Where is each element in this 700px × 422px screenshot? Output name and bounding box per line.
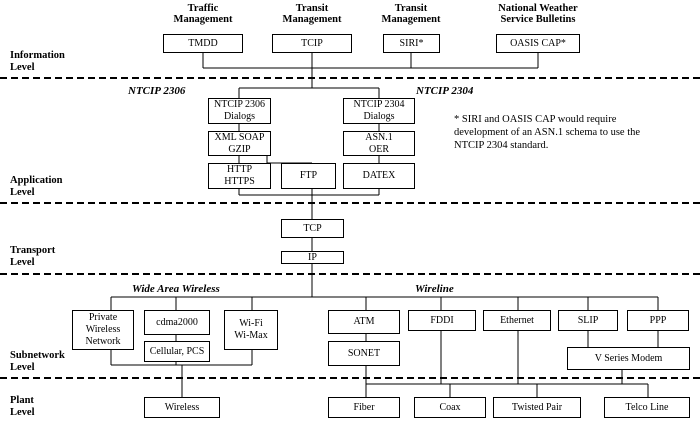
box-ethernet: Ethernet (483, 310, 551, 331)
box-cellular-pcs: Cellular, PCS (144, 341, 210, 362)
box-atm: ATM (328, 310, 400, 334)
header-ntcip-2304: NTCIP 2304 (416, 85, 474, 97)
box-asn1-oer: ASN.1 OER (343, 131, 415, 156)
box-datex: DATEX (343, 163, 415, 189)
level-label-subnetwork: Subnetwork Level (10, 350, 65, 373)
box-wireless: Wireless (144, 397, 220, 418)
header-wide-area-wireless: Wide Area Wireless (132, 283, 220, 295)
category-weather-bulletins: National Weather Service Bulletins (498, 3, 578, 25)
box-http-https: HTTP HTTPS (208, 163, 271, 189)
box-tcip: TCIP (272, 34, 352, 53)
box-ntcip-2304-dialogs: NTCIP 2304 Dialogs (343, 98, 415, 124)
box-telco-line: Telco Line (604, 397, 690, 418)
category-transit-management-2: Transit Management (381, 3, 441, 25)
box-oasis-cap: OASIS CAP* (496, 34, 580, 53)
category-transit-management: Transit Management (282, 3, 342, 25)
box-wifi-wimax: Wi-Fi Wi-Max (224, 310, 278, 350)
box-ftp: FTP (281, 163, 336, 189)
box-ntcip-2306-dialogs: NTCIP 2306 Dialogs (208, 98, 271, 124)
level-label-plant: Plant Level (10, 395, 35, 418)
box-slip: SLIP (558, 310, 618, 331)
box-ip: IP (281, 251, 344, 264)
box-tcp: TCP (281, 219, 344, 238)
box-xml-soap-gzip: XML SOAP GZIP (208, 131, 271, 156)
footnote-asn1-schema: * SIRI and OASIS CAP would require devel… (454, 114, 641, 151)
box-twisted-pair: Twisted Pair (493, 397, 581, 418)
level-label-transport: Transport Level (10, 245, 56, 268)
box-fddi: FDDI (408, 310, 476, 331)
box-cdma2000: cdma2000 (144, 310, 210, 335)
box-sonet: SONET (328, 341, 400, 366)
box-fiber: Fiber (328, 397, 400, 418)
category-traffic-management: Traffic Management (173, 3, 233, 25)
header-ntcip-2306: NTCIP 2306 (128, 85, 186, 97)
level-label-application: Application Level (10, 175, 63, 198)
level-label-information: Information Level (10, 50, 65, 73)
box-v-series-modem: V Series Modem (567, 347, 690, 370)
box-tmdd: TMDD (163, 34, 243, 53)
box-ppp: PPP (627, 310, 689, 331)
box-siri: SIRI* (383, 34, 440, 53)
header-wireline: Wireline (415, 283, 454, 295)
box-coax: Coax (414, 397, 486, 418)
box-private-wireless-network: Private Wireless Network (72, 310, 134, 350)
